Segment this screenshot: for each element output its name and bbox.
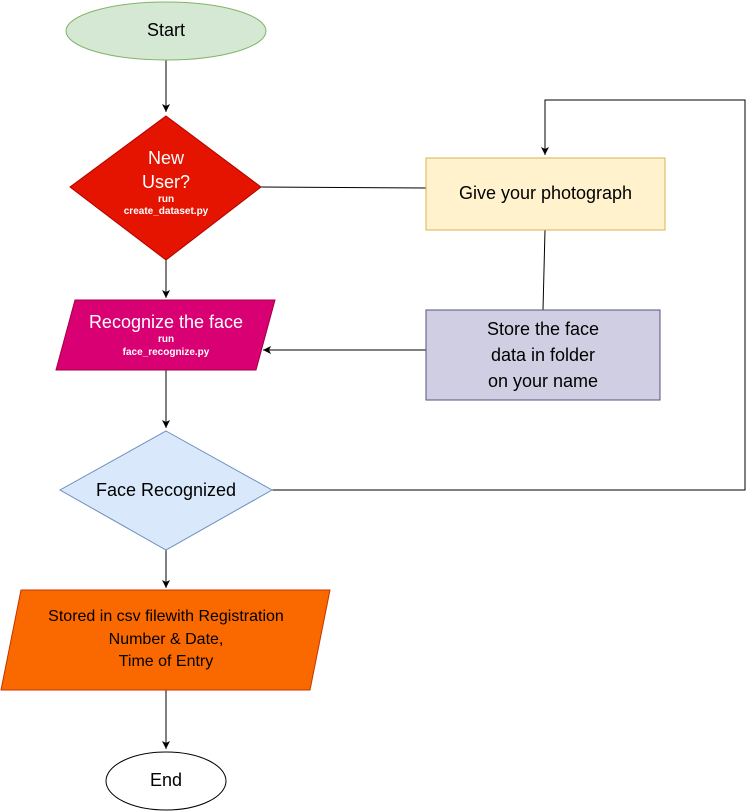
new-user-label: New User? bbox=[141, 148, 190, 192]
start-node-shape bbox=[65, 1, 267, 61]
end-label: End bbox=[149, 770, 183, 791]
edge-photograph-to-store bbox=[542, 229, 546, 311]
recognize-face-io: Recognize the face run face_recognize.py bbox=[70, 305, 262, 365]
give-photograph-process: Give your photograph bbox=[426, 158, 665, 230]
face-recognized-label: Face Recognized bbox=[95, 479, 237, 500]
new-user-command: run create_dataset.py bbox=[123, 193, 209, 218]
recognize-io-shape bbox=[55, 299, 276, 371]
stored-csv-io-shape bbox=[0, 589, 331, 691]
store-face-process: Store the face data in folder on your na… bbox=[426, 310, 660, 400]
recognize-face-command: run face_recognize.py bbox=[122, 334, 210, 358]
edge-face-recognized-loop-to-photograph bbox=[272, 99, 746, 491]
face-recognized-decision-shape bbox=[58, 430, 274, 551]
end-node-shape bbox=[105, 751, 227, 811]
recognize-face-label: Recognize the face bbox=[88, 311, 244, 332]
face-recognized-decision: Face Recognized bbox=[60, 431, 272, 550]
photograph-process-shape bbox=[425, 157, 666, 231]
store-face-process-shape bbox=[425, 309, 661, 401]
stored-csv-io: Stored in csv filewith Registration Numb… bbox=[10, 595, 322, 685]
new-user-decision: New User? run create_dataset.py bbox=[90, 140, 242, 226]
store-face-label: Store the face data in folder on your na… bbox=[486, 318, 600, 392]
give-photograph-label: Give your photograph bbox=[458, 183, 633, 204]
start-node: Start bbox=[66, 2, 266, 60]
stored-csv-label: Stored in csv filewith Registration Numb… bbox=[48, 608, 284, 671]
start-label: Start bbox=[146, 20, 185, 41]
edge-new-user-to-photograph bbox=[260, 186, 427, 189]
new-user-decision-shape bbox=[69, 115, 262, 261]
end-node: End bbox=[106, 752, 226, 810]
